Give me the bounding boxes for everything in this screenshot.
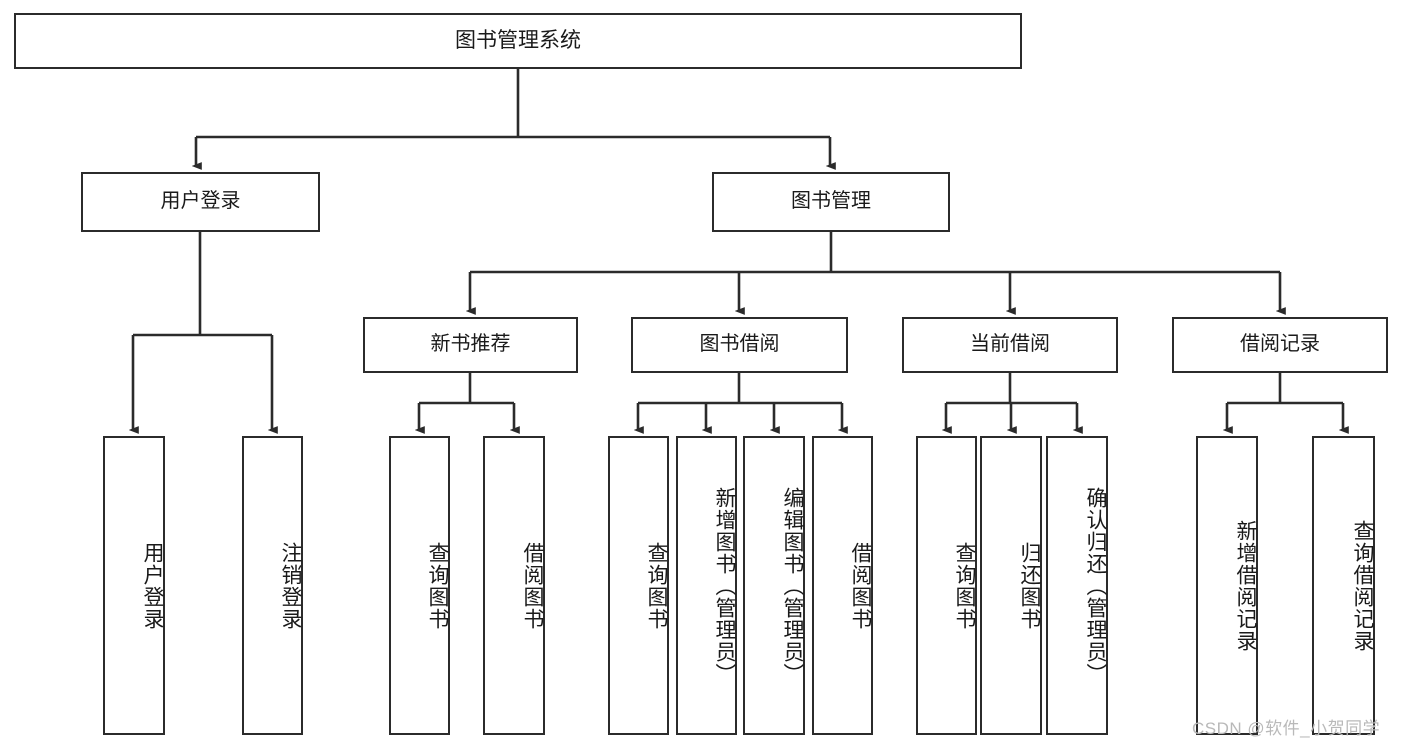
node-book-borrow-label: 图书借阅 [699,333,780,356]
leaf-query-borrow-record-label: 查询借阅记录 [1351,519,1374,652]
leaf-borrow-book-label: 借阅图书 [849,541,872,630]
leaf-user-login-label: 用户登录 [141,541,164,630]
leaf-query-book-newbook[interactable]: 查询图书 [389,436,450,735]
leaf-query-book-current[interactable]: 查询图书 [916,436,977,735]
leaf-borrow-book[interactable]: 借阅图书 [812,436,873,735]
node-root-label: 图书管理系统 [455,28,581,52]
node-new-book-recommend-label: 新书推荐 [430,333,511,356]
leaf-edit-book-admin[interactable]: 编辑图书（管理员） [743,436,805,735]
leaf-query-book-borrow[interactable]: 查询图书 [608,436,669,735]
leaf-query-book-current-label: 查询图书 [953,541,976,630]
leaf-confirm-return-admin[interactable]: 确认归还（管理员） [1046,436,1108,735]
leaf-user-login[interactable]: 用户登录 [103,436,165,735]
leaf-add-book-admin-label: 新增图书（管理员） [713,486,736,685]
leaf-add-book-admin[interactable]: 新增图书（管理员） [676,436,737,735]
leaf-query-book-newbook-label: 查询图书 [426,541,449,630]
node-current-borrow-label: 当前借阅 [970,333,1050,356]
node-current-borrow[interactable]: 当前借阅 [902,317,1118,373]
leaf-query-book-borrow-label: 查询图书 [645,541,668,630]
node-book-management-label: 图书管理 [791,190,871,213]
leaf-logout[interactable]: 注销登录 [242,436,303,735]
node-book-borrow[interactable]: 图书借阅 [631,317,848,373]
node-book-management[interactable]: 图书管理 [712,172,950,232]
node-user-login-label: 用户登录 [160,190,241,213]
leaf-logout-label: 注销登录 [279,541,302,630]
node-root[interactable]: 图书管理系统 [14,13,1022,69]
node-user-login[interactable]: 用户登录 [81,172,320,232]
leaf-add-borrow-record[interactable]: 新增借阅记录 [1196,436,1258,735]
node-borrow-record[interactable]: 借阅记录 [1172,317,1388,373]
leaf-return-book[interactable]: 归还图书 [980,436,1042,735]
csdn-watermark: CSDN @软件_小贺同学 [1192,714,1380,739]
leaf-edit-book-admin-label: 编辑图书（管理员） [781,486,804,685]
leaf-add-borrow-record-label: 新增借阅记录 [1234,519,1257,652]
node-new-book-recommend[interactable]: 新书推荐 [363,317,578,373]
leaf-query-borrow-record[interactable]: 查询借阅记录 [1312,436,1375,735]
csdn-watermark-text: CSDN @软件_小贺同学 [1192,719,1381,738]
leaf-return-book-label: 归还图书 [1018,541,1041,630]
leaf-confirm-return-admin-label: 确认归还（管理员） [1084,486,1107,685]
node-borrow-record-label: 借阅记录 [1240,333,1320,356]
leaf-borrow-book-newbook-label: 借阅图书 [521,541,544,630]
leaf-borrow-book-newbook[interactable]: 借阅图书 [483,436,545,735]
